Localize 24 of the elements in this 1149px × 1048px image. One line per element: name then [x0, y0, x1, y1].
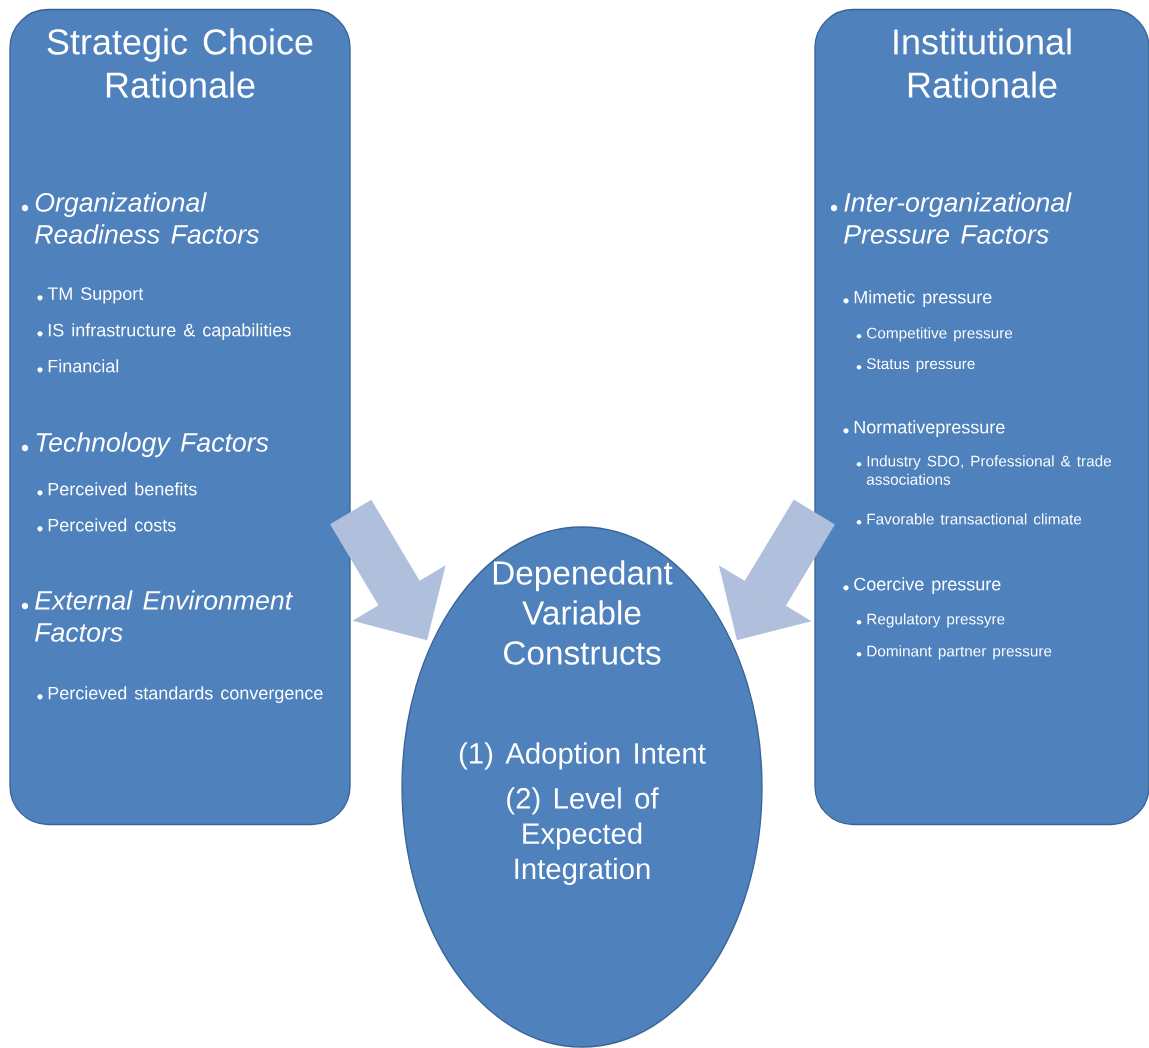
- bullet-item: Industry SDO, Professional & trade associations: [856, 455, 1111, 485]
- bullet-item: Inter-organizational Pressure Factors: [830, 192, 1072, 244]
- bullet-item: Technology Factors: [21, 432, 269, 458]
- ellipse-text: (2) Level of Expected Integration: [507, 787, 659, 885]
- bullet-item: Coercive pressure: [843, 577, 1001, 595]
- bullet-item: Competitive pressure: [856, 327, 1013, 342]
- bullet-item: Organizational Readiness Factors: [21, 192, 259, 244]
- heading: Strategic Choice Rationale: [47, 28, 313, 98]
- bullet-item: Perceived benefits: [37, 482, 197, 496]
- bullet-item: TM Support: [37, 287, 144, 304]
- bullet-item: Financial: [37, 359, 119, 373]
- bullet-item: Regulatory pressyre: [856, 613, 1005, 628]
- bullet-item: Favorable transactional climate: [856, 513, 1082, 525]
- heading: Institutional Rationale: [894, 28, 1071, 98]
- bullet-item: External Environment Factors: [21, 590, 293, 642]
- ellipse-text: (1) Adoption Intent: [459, 742, 706, 770]
- ellipse-heading: Depenedant Variable Constructs: [493, 560, 673, 665]
- bullet-item: Perceived costs: [37, 518, 176, 532]
- bullet-item: IS infrastructure & capabilities: [37, 323, 291, 341]
- bullet-item: Normativepressure: [843, 420, 1005, 438]
- bullet-item: Mimetic pressure: [843, 290, 992, 308]
- bullet-item: Status pressure: [856, 358, 975, 373]
- bullet-item: Percieved standards convergence: [37, 686, 323, 704]
- bullet-item: Dominant partner pressure: [856, 645, 1052, 660]
